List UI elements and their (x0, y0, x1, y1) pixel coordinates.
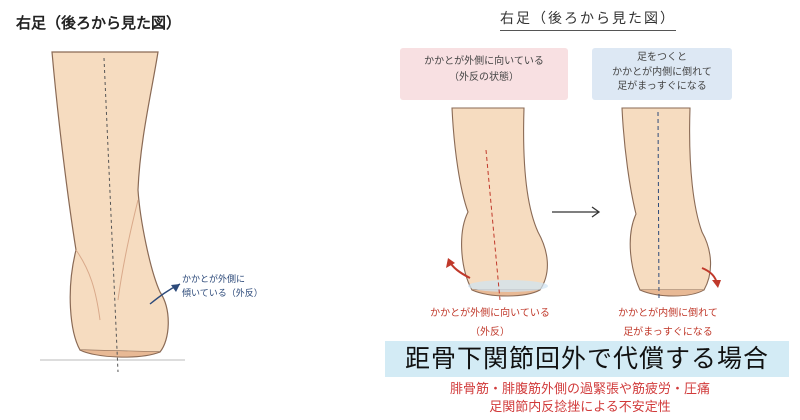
caption-straightened-line2: 足がまっすぐになる (623, 327, 713, 338)
bubble-straightened-line2: かかとが内側に倒れて (612, 66, 712, 78)
left-annotation-line2: 傾いている（外反） (182, 288, 263, 299)
bubble-everted-line1: かかとが外側に向いている (424, 56, 544, 67)
bubble-straightened: 足をつくと かかとが内側に倒れて 足がまっすぐになる (592, 48, 732, 100)
caption-straightened: かかとが内側に倒れて 足がまっすぐになる (598, 304, 738, 342)
bubble-everted: かかとが外側に向いている （外反の状態） (400, 48, 568, 100)
transition-arrow (552, 206, 601, 218)
headline-banner: 距骨下関節回外で代償する場合 (385, 341, 789, 377)
bubble-straightened-line1: 足をつくと (637, 52, 687, 63)
bubble-straightened-line3: 足がまっすぐになる (617, 81, 707, 92)
caption-straightened-line1: かかとが内側に倒れて (618, 308, 718, 319)
bubble-everted-line2: （外反の状態） (449, 72, 519, 83)
left-panel-title: 右足（後ろから見た図） (16, 14, 182, 32)
right-leg-everted (446, 107, 548, 301)
subtitle-block: 腓骨筋・腓腹筋外側の過緊張や筋疲労・圧痛 足関節内反捻挫による不安定性 (360, 381, 800, 417)
left-annotation-line1: かかとが外側に (182, 275, 246, 285)
left-leg-illustration (40, 51, 185, 373)
subtitle-line2: 足関節内反捻挫による不安定性 (489, 400, 671, 415)
caption-everted: かかとが外側に向いている （外反） (410, 304, 570, 342)
left-annotation: かかとが外側に 傾いている（外反） (182, 274, 263, 301)
caption-everted-line1: かかとが外側に向いている (430, 308, 550, 319)
right-panel-title: 右足（後ろから見た図） (500, 8, 676, 31)
caption-everted-line2: （外反） (470, 327, 510, 338)
left-center-line (103, 57, 119, 373)
subtitle-line1: 腓骨筋・腓腹筋外側の過緊張や筋疲労・圧痛 (449, 382, 710, 397)
right-leg-straightened (621, 107, 721, 301)
